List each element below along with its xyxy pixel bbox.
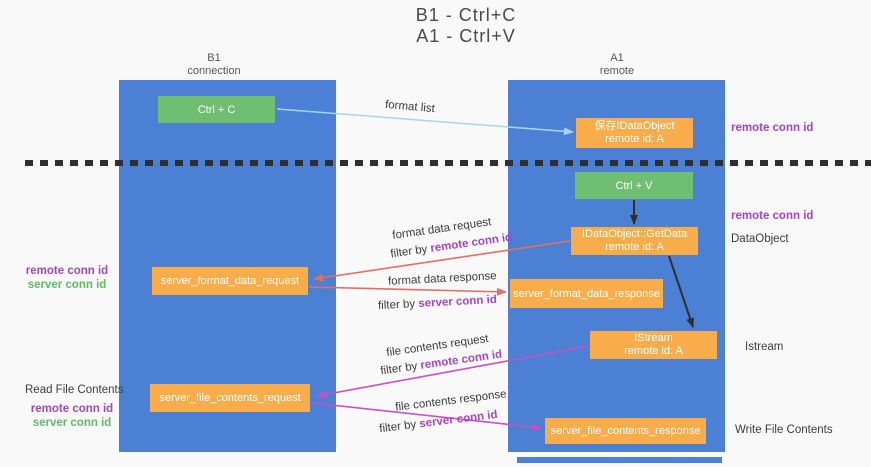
column-a1-role: remote <box>599 65 635 77</box>
ctrl-v-box: Ctrl + V <box>575 172 693 199</box>
filter-by-text: filter by <box>378 418 421 436</box>
server-format-data-response-box: server_format_data_response <box>510 279 663 308</box>
format-list-label: format list <box>384 98 436 116</box>
server-file-contents-response-box: server_file_contents_response <box>545 418 706 444</box>
column-header-a1: A1 remote <box>557 52 677 78</box>
filter-by-text: filter by <box>377 298 419 313</box>
column-b1-role: connection <box>187 65 241 77</box>
ctrl-c-box: Ctrl + C <box>158 96 275 123</box>
column-a1-name: A1 <box>610 52 624 64</box>
remote-conn-id-annotation-top: remote conn id <box>731 122 814 134</box>
filter-by-text: filter by <box>389 242 432 261</box>
column-header-b1: B1 connection <box>154 52 274 78</box>
diagram-title: B1 - Ctrl+C A1 - Ctrl+V <box>66 5 866 47</box>
istream-remote-id: remote id: A <box>624 345 683 357</box>
format-data-response-arrow <box>308 286 507 296</box>
filter-by-text: filter by <box>379 359 422 378</box>
istream-label: IStream <box>634 332 673 344</box>
lifeline-a1-bottom-strip <box>517 457 722 463</box>
diagram-title-line1: B1 - Ctrl+C <box>415 5 517 25</box>
read-file-contents-annotation: Read File Contents remote conn id server… <box>25 383 124 430</box>
server-file-contents-request-box: server_file_contents_request <box>150 384 310 412</box>
idataobject-getdata-label: IDataObject::GetData <box>581 228 688 240</box>
server-format-data-request-box: server_format_data_request <box>152 267 308 295</box>
write-file-contents-annotation: Write File Contents <box>735 424 833 436</box>
istream-box: IStream remote id: A <box>590 331 717 359</box>
conn-id-annotation-mid-left: remote conn id server conn id <box>25 264 109 292</box>
save-idataobject-label: 保存IDataObject <box>594 120 675 132</box>
format-data-response-filter-label: filter by server conn id <box>378 294 497 312</box>
remote-conn-id-label: remote conn id <box>30 403 114 415</box>
session-divider-dashed-line <box>25 160 871 166</box>
format-data-response-label: format data response <box>387 270 497 288</box>
idataobject-getdata-box: IDataObject::GetData remote id: A <box>571 227 698 255</box>
server-conn-id-label: server conn id <box>27 279 107 291</box>
istream-annotation: Istream <box>745 341 784 353</box>
diagram-title-line2: A1 - Ctrl+V <box>416 26 516 46</box>
save-idataobject-box: 保存IDataObject remote id: A <box>576 118 693 148</box>
column-b1-name: B1 <box>207 52 221 64</box>
remote-conn-id-label: remote conn id <box>25 265 109 277</box>
read-file-contents-label: Read File Contents <box>25 384 124 396</box>
idataobject-getdata-remote-id: remote id: A <box>605 241 664 253</box>
dataobject-annotation: DataObject <box>731 233 789 245</box>
server-conn-id-label: server conn id <box>32 417 112 429</box>
save-idataobject-remote-id: remote id: A <box>605 133 664 145</box>
server-conn-id-key: server conn id <box>418 408 499 431</box>
server-conn-id-key: server conn id <box>417 293 498 310</box>
remote-conn-id-annotation-mid: remote conn id <box>731 210 814 222</box>
